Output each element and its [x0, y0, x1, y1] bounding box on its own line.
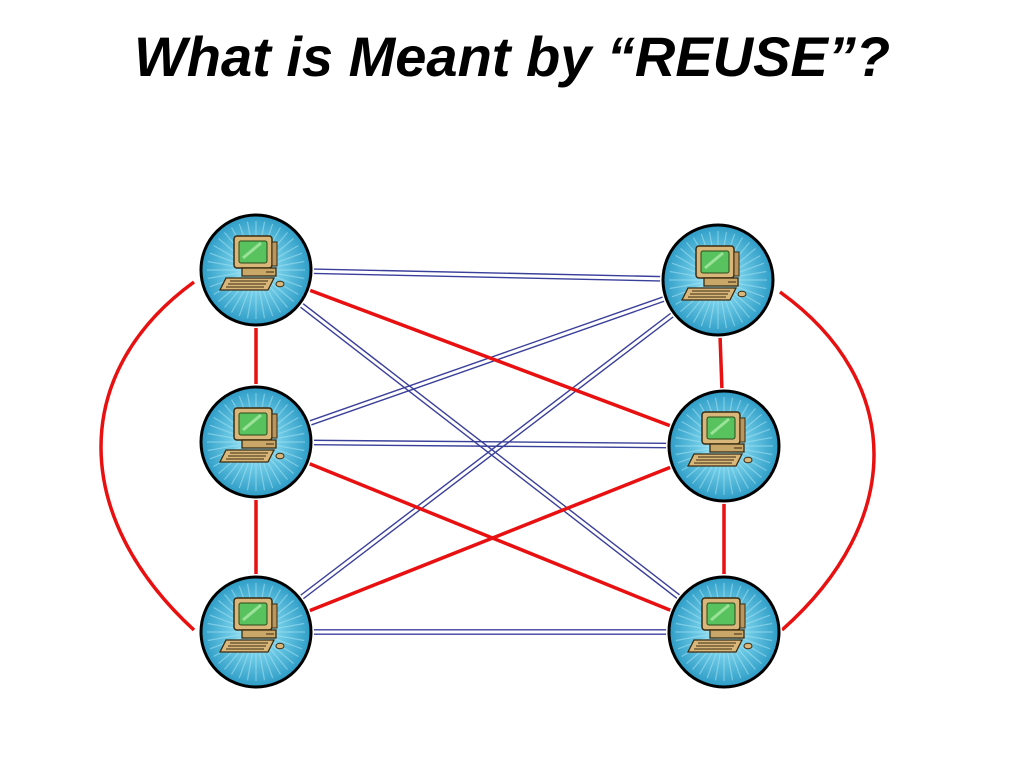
slide-title: What is Meant by “REUSE”?: [133, 25, 891, 88]
links-layer: [99, 267, 876, 635]
link-right-top-to-right-bottom: [778, 290, 876, 632]
node-right-bottom: [666, 574, 782, 690]
link-left-top-to-right-middle: [255, 268, 725, 448]
node-right-top: [660, 222, 776, 338]
link-left-bottom-to-right-bottom: [256, 629, 724, 635]
link-left-middle-to-right-middle: [255, 439, 725, 449]
link-left-top-to-right-top: [255, 267, 719, 283]
link-left-middle-to-right-bottom: [255, 440, 725, 634]
node-left-middle: [198, 384, 314, 500]
link-left-bottom-to-right-top: [254, 277, 720, 635]
link-left-top-to-left-bottom: [99, 280, 196, 632]
link-left-bottom-to-right-middle: [255, 444, 725, 634]
nodes-layer: [198, 212, 782, 690]
link-left-middle-to-right-top: [255, 277, 719, 445]
node-left-bottom: [198, 574, 314, 690]
node-right-middle: [666, 388, 782, 504]
node-left-top: [198, 212, 314, 328]
